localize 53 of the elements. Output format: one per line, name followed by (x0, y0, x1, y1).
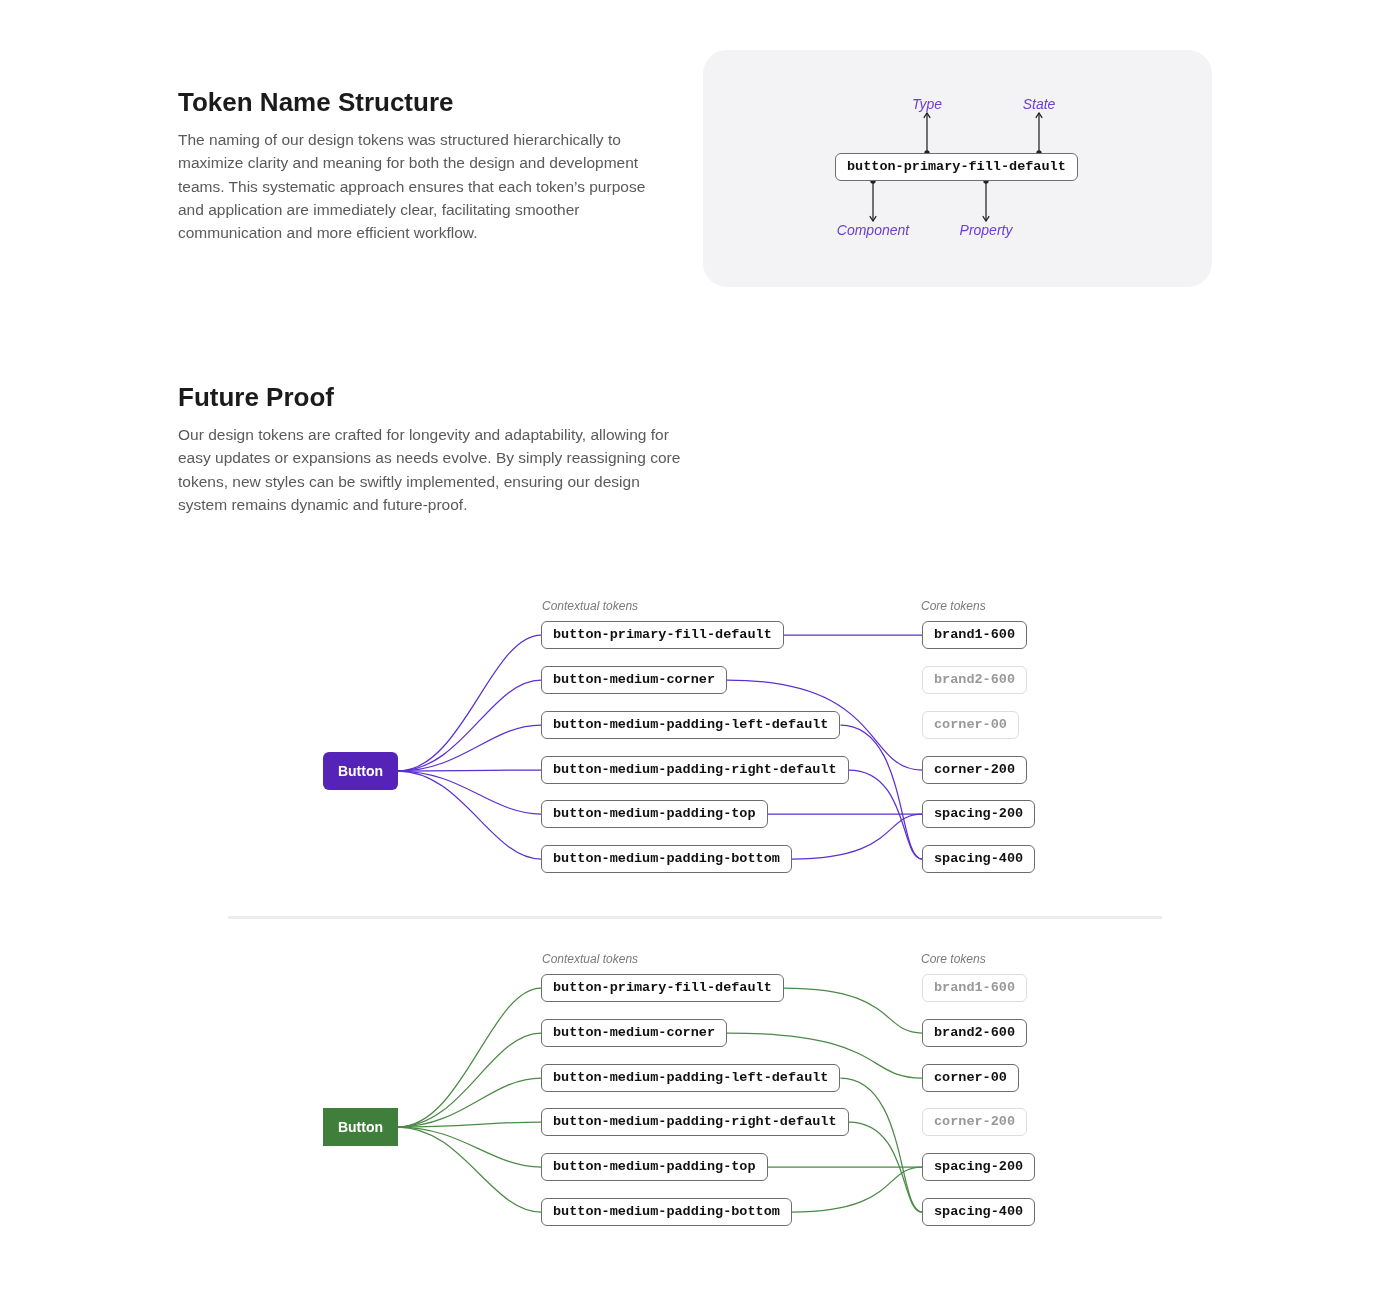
column-label: Contextual tokens (542, 952, 639, 966)
body-text: The naming of our design tokens was structured hierarchically to maximize clarity and meaning for both the design and development teams. This systematic approach ensures that each token’s purpose and application are immediately clear, facilitating smoother communication and more efficient workflow. (178, 130, 647, 244)
inactive-token-box: corner-200 (922, 1108, 1027, 1136)
connector-line (791, 813, 923, 860)
arrow (982, 178, 990, 222)
token-box: button-medium-corner (541, 1019, 728, 1047)
token-box: button-medium-padding-right-default (541, 756, 849, 784)
token-box: spacing-200 (922, 1153, 1036, 1181)
token-box: button-medium-padding-top (541, 800, 768, 828)
diagram-panel (703, 50, 1212, 287)
token-box: button-medium-padding-top (541, 1153, 768, 1181)
connector-line (847, 1121, 923, 1213)
part-label: Property (959, 221, 1013, 239)
token-box: button-medium-corner (541, 666, 728, 694)
token-box: brand2-600 (922, 1019, 1027, 1047)
body-text: Our design tokens are crafted for longevity and adaptability, allowing for easy updates or expansions as needs evolve. By simply reassigning core tokens, new styles can be swiftly implemented, ensuring our design system remains dynamic and future-proof. (178, 425, 682, 515)
token-box: button-medium-padding-bottom (541, 1198, 792, 1226)
arrow (1035, 112, 1043, 156)
inactive-token-box: brand2-600 (922, 666, 1027, 694)
component-node: Button (323, 1108, 398, 1146)
connector-line (726, 1032, 923, 1079)
section-heading: Token Name Structure (178, 86, 454, 118)
arrow (869, 178, 877, 222)
token-box: spacing-200 (922, 800, 1036, 828)
token-box: corner-200 (922, 756, 1027, 784)
part-label: State (1022, 95, 1056, 113)
part-label: Type (911, 95, 943, 113)
connector-line (726, 679, 923, 771)
token-box: button-medium-padding-bottom (541, 845, 792, 873)
connector-line (847, 769, 923, 860)
inactive-token-box: brand1-600 (922, 974, 1027, 1002)
column-label: Core tokens (921, 952, 986, 966)
token-box: button-primary-fill-default (541, 974, 784, 1002)
token-box: brand1-600 (922, 621, 1027, 649)
column-label: Core tokens (921, 599, 986, 613)
column-label: Contextual tokens (542, 599, 639, 613)
connector-line (791, 1166, 923, 1213)
component-node: Button (323, 752, 398, 790)
token-box: spacing-400 (922, 1198, 1036, 1226)
arrow (923, 112, 931, 156)
connector-line (397, 1126, 542, 1168)
part-label: Component (836, 221, 910, 239)
token-box: button-medium-padding-left-default (541, 711, 841, 739)
inactive-token-box: corner-00 (922, 711, 1019, 739)
token-box: corner-00 (922, 1064, 1019, 1092)
token-box: button-medium-padding-left-default (541, 1064, 841, 1092)
connector-line (783, 987, 923, 1034)
token-box: spacing-400 (922, 845, 1036, 873)
token-box: button-primary-fill-default (835, 153, 1078, 181)
token-box: button-primary-fill-default (541, 621, 784, 649)
token-box: button-medium-padding-right-default (541, 1108, 849, 1136)
section-heading: Future Proof (178, 381, 334, 413)
connector-line (783, 634, 923, 636)
